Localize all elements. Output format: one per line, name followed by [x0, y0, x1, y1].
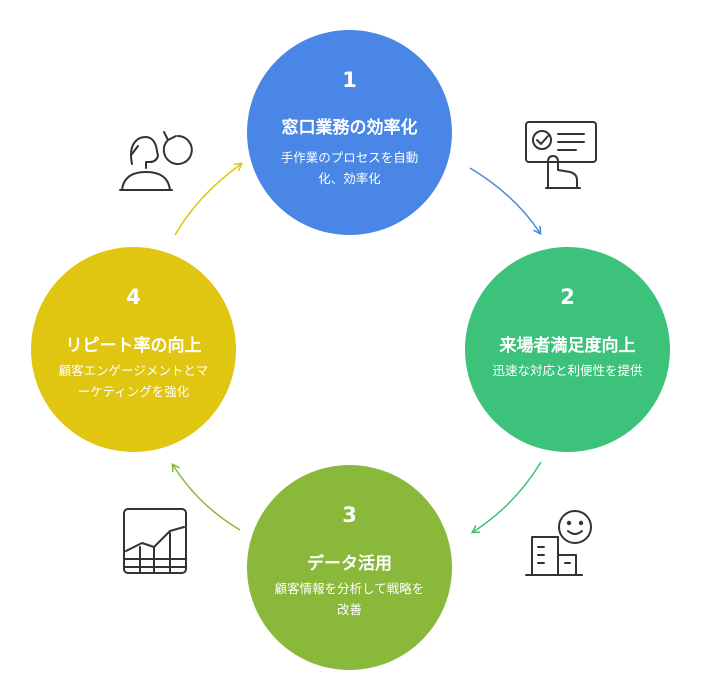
step-1-description: 手作業のプロセスを自動化、効率化	[280, 150, 419, 186]
step-4-title: リピート率の向上	[65, 336, 202, 356]
step-3-description: 顧客情報を分析して戦略を改善	[274, 581, 425, 617]
step-3-number: 3	[342, 503, 357, 527]
arrow-1-to-2	[469, 167, 542, 236]
step-2-circle: 2 来場者満足度向上 迅速な対応と利便性を提供	[465, 247, 670, 452]
step-4-number: 4	[126, 285, 141, 309]
step-1-title: 窓口業務の効率化	[281, 118, 418, 138]
step-4-circle: 4 リピート率の向上 顧客エンゲージメントとマーケティングを強化	[31, 247, 236, 452]
arrow-2-to-3	[470, 461, 542, 534]
smiley-building-icon	[525, 510, 592, 576]
step-2-description: 迅速な対応と利便性を提供	[492, 363, 643, 378]
step-2-title: 来場者満足度向上	[499, 336, 636, 356]
step-2-number: 2	[560, 285, 575, 309]
step-1-circle: 1 窓口業務の効率化 手作業のプロセスを自動化、効率化	[247, 30, 452, 235]
step-4-description: 顧客エンゲージメントとマーケティングを強化	[58, 363, 209, 399]
arrow-3-to-4	[171, 462, 241, 531]
returning-customer-icon	[119, 131, 193, 191]
checklist-hand-icon	[525, 121, 597, 189]
step-3-circle: 3 データ活用 顧客情報を分析して戦略を改善	[247, 465, 452, 670]
arrow-4-to-1	[174, 162, 244, 236]
step-1-number: 1	[342, 68, 357, 92]
step-3-title: データ活用	[307, 554, 392, 574]
growth-chart-icon	[123, 508, 187, 574]
